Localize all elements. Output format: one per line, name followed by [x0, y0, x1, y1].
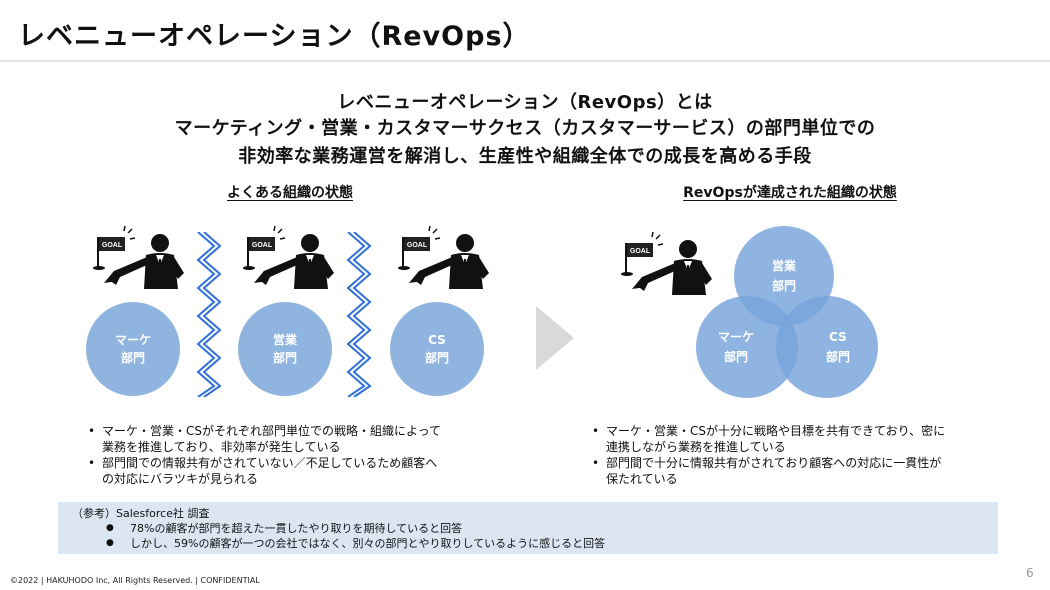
circle-label: 営業 — [272, 333, 297, 347]
list-item: 78%の顧客が部門を超えた一貫したやり取りを期待していると回答 — [106, 521, 605, 536]
venn-circle-cs: CS 部門 — [776, 296, 878, 398]
circle-label: 部門 — [120, 351, 145, 365]
zigzag-separator-1 — [190, 231, 226, 401]
circle-label: マーケ — [114, 333, 151, 347]
headline-line-3: 非効率な業務運営を解消し、生産性や組織全体での成長を高める手段 — [238, 146, 812, 167]
dept-circle-sales: 営業 部門 — [238, 302, 332, 396]
circle-label: CS — [428, 333, 446, 347]
transition-arrow-icon — [536, 306, 576, 374]
bullet-line: 保たれている — [606, 472, 678, 486]
zigzag-separator-2 — [340, 231, 376, 401]
goal-leader-icon-1: GOAL — [90, 218, 190, 302]
circle-label: CS — [829, 330, 847, 344]
right-section-title: RevOpsが達成された組織の状態 — [683, 185, 897, 201]
reference-box: （参考）Salesforce社 調査 78%の顧客が部門を超えた一貫したやり取り… — [58, 502, 998, 554]
list-item: マーケ・営業・CSがそれぞれ部門単位での戦略・組織によって 業務を推進しており、… — [86, 423, 526, 455]
footer-copyright: ©2022 | HAKUHODO Inc, All Rights Reserve… — [10, 576, 260, 585]
headline-line-1: レベニューオペレーション（RevOps）とは — [337, 92, 713, 113]
bullet-line: 部門間での情報共有がされていない／不足しているため顧客へ — [102, 456, 438, 470]
dept-circle-cs: CS 部門 — [390, 302, 484, 396]
goal-leader-icon-2: GOAL — [240, 218, 340, 302]
reference-heading: （参考）Salesforce社 調査 — [72, 507, 210, 520]
circle-label: 部門 — [424, 351, 449, 365]
title-divider — [0, 60, 1050, 62]
circle-label: マーケ — [717, 330, 754, 344]
goal-flag-text: GOAL — [407, 242, 428, 249]
bullet-line: マーケ・営業・CSがそれぞれ部門単位での戦略・組織によって — [102, 424, 442, 438]
headline-line-2: マーケティング・営業・カスタマーサクセス（カスタマーサービス）の部門単位での — [174, 118, 876, 139]
dept-circle-marketing: マーケ 部門 — [86, 302, 180, 396]
bullet-line: 業務を推進しており、非効率が発生している — [102, 440, 341, 454]
bullet-line: 連携しながら業務を推進している — [606, 440, 786, 454]
circle-label: 営業 — [771, 259, 796, 273]
list-item: しかし、59%の顧客が一つの会社ではなく、別々の部門とやり取りしているように感じ… — [106, 536, 605, 551]
list-item: マーケ・営業・CSが十分に戦略や目標を共有できており、密に 連携しながら業務を推… — [590, 423, 1010, 455]
circle-label: 部門 — [825, 350, 850, 364]
goal-flag-text: GOAL — [102, 242, 123, 249]
list-item: 部門間で十分に情報共有がされており顧客への対応に一貫性が 保たれている — [590, 455, 1010, 487]
bullet-line: の対応にバラツキが見られる — [102, 472, 259, 486]
goal-flag-text: GOAL — [252, 242, 273, 249]
page-number: 6 — [1026, 566, 1034, 580]
circle-label: 部門 — [723, 350, 748, 364]
circle-label: 部門 — [771, 279, 796, 293]
circle-label: 部門 — [272, 351, 297, 365]
goal-leader-icon-4: GOAL — [618, 224, 718, 308]
bullet-line: 部門間で十分に情報共有がされており顧客への対応に一貫性が — [606, 456, 942, 470]
goal-flag-text: GOAL — [630, 248, 651, 255]
left-bullet-list: マーケ・営業・CSがそれぞれ部門単位での戦略・組織によって 業務を推進しており、… — [86, 423, 526, 487]
list-item: 部門間での情報共有がされていない／不足しているため顧客へ の対応にバラツキが見ら… — [86, 455, 526, 487]
reference-list: 78%の顧客が部門を超えた一貫したやり取りを期待していると回答 しかし、59%の… — [106, 521, 605, 551]
left-section-title: よくある組織の状態 — [227, 185, 353, 201]
bullet-line: マーケ・営業・CSが十分に戦略や目標を共有できており、密に — [606, 424, 946, 438]
goal-leader-icon-3: GOAL — [395, 218, 495, 302]
page-title: レベニューオペレーション（RevOps） — [18, 21, 531, 52]
right-bullet-list: マーケ・営業・CSが十分に戦略や目標を共有できており、密に 連携しながら業務を推… — [590, 423, 1010, 487]
